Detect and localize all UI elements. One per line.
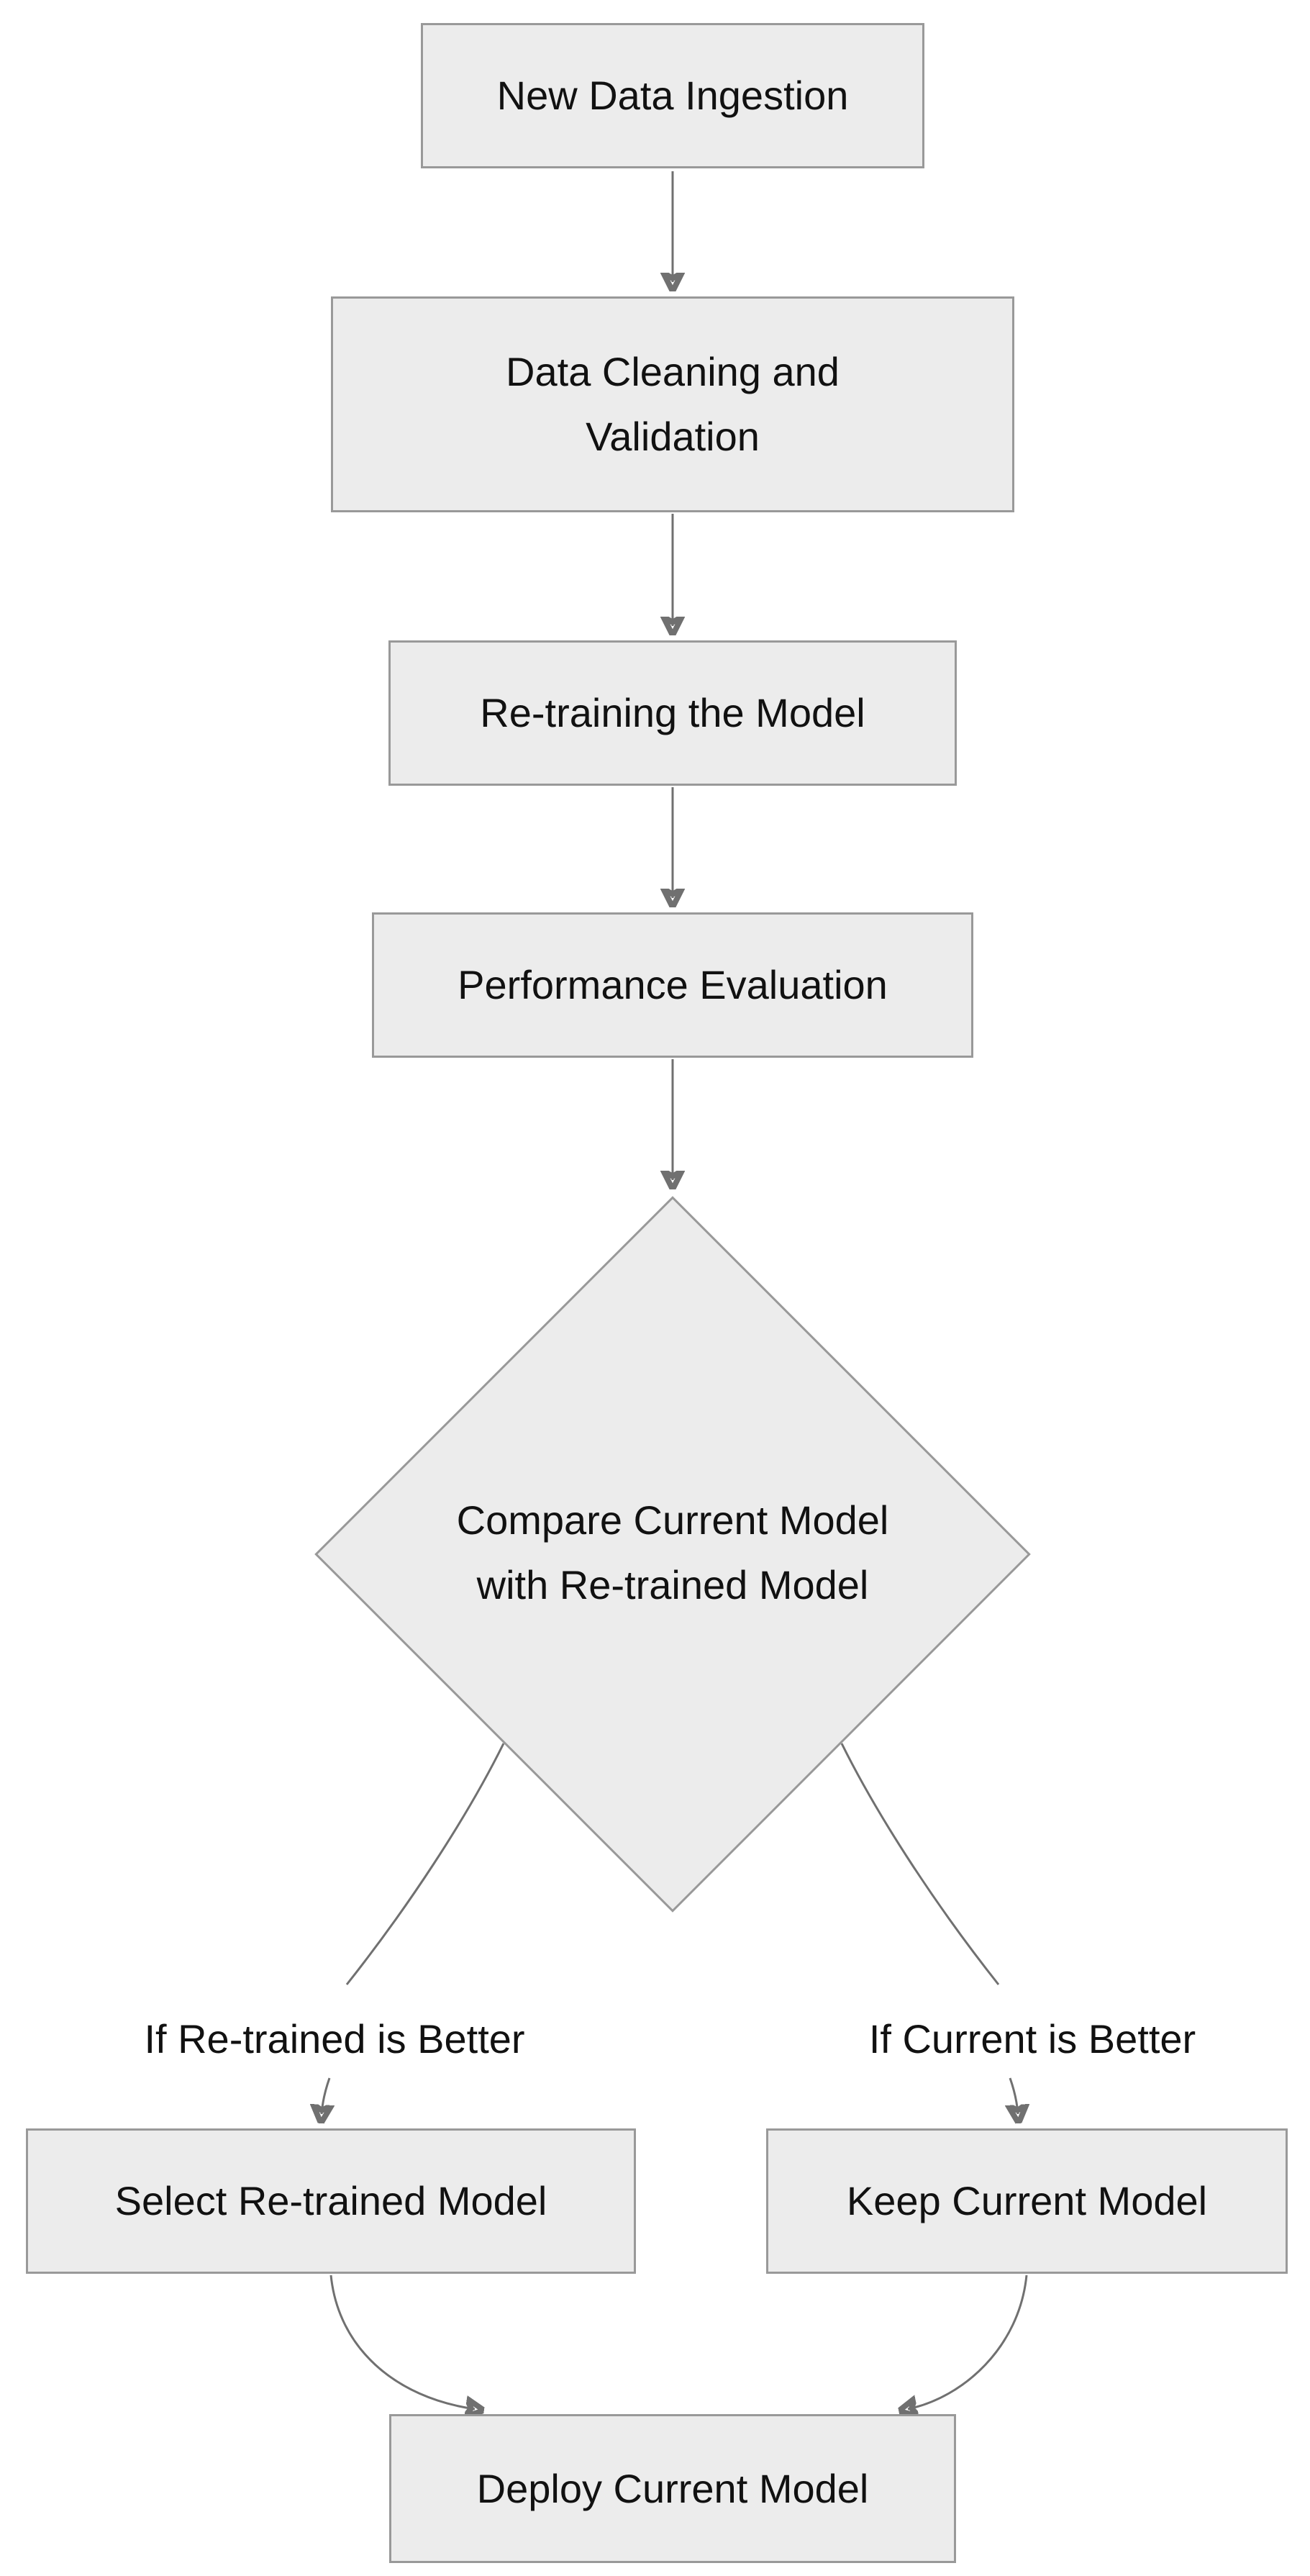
node-compare-diamond-label: Compare Current Model with Re-trained Mo… <box>456 1497 889 1607</box>
node-deploy-current-model-label: Deploy Current Model <box>476 2465 869 2511</box>
edge-compare-to-right-label <box>840 1743 1000 1985</box>
node-new-data-ingestion: New Data Ingestion <box>421 23 924 168</box>
node-retraining-model-label: Re-training the Model <box>480 690 865 736</box>
edge-keep-to-deploy <box>908 2275 1028 2409</box>
node-data-cleaning-validation: Data Cleaning and Validation <box>331 296 1014 512</box>
edge-select-to-deploy <box>329 2275 475 2409</box>
edge-compare-to-left-label <box>345 1743 505 1985</box>
node-keep-current-model-label: Keep Current Model <box>846 2178 1208 2224</box>
edge-left-label-to-select <box>322 2077 329 2114</box>
node-select-retrained-model-label: Select Re-trained Model <box>114 2178 547 2224</box>
edge-right-label-to-keep <box>1010 2077 1018 2114</box>
node-retraining-model: Re-training the Model <box>388 640 957 786</box>
node-deploy-current-model: Deploy Current Model <box>389 2414 956 2563</box>
node-performance-evaluation-label: Performance Evaluation <box>458 962 888 1008</box>
node-data-cleaning-validation-label: Data Cleaning and Validation <box>506 349 840 459</box>
node-keep-current-model: Keep Current Model <box>766 2128 1288 2274</box>
node-new-data-ingestion-label: New Data Ingestion <box>496 73 849 119</box>
edge-label-retrained-better: If Re-trained is Better <box>83 2015 586 2064</box>
node-performance-evaluation: Performance Evaluation <box>372 912 973 1058</box>
edge-label-current-better: If Current is Better <box>781 2015 1284 2064</box>
node-select-retrained-model: Select Re-trained Model <box>26 2128 636 2274</box>
